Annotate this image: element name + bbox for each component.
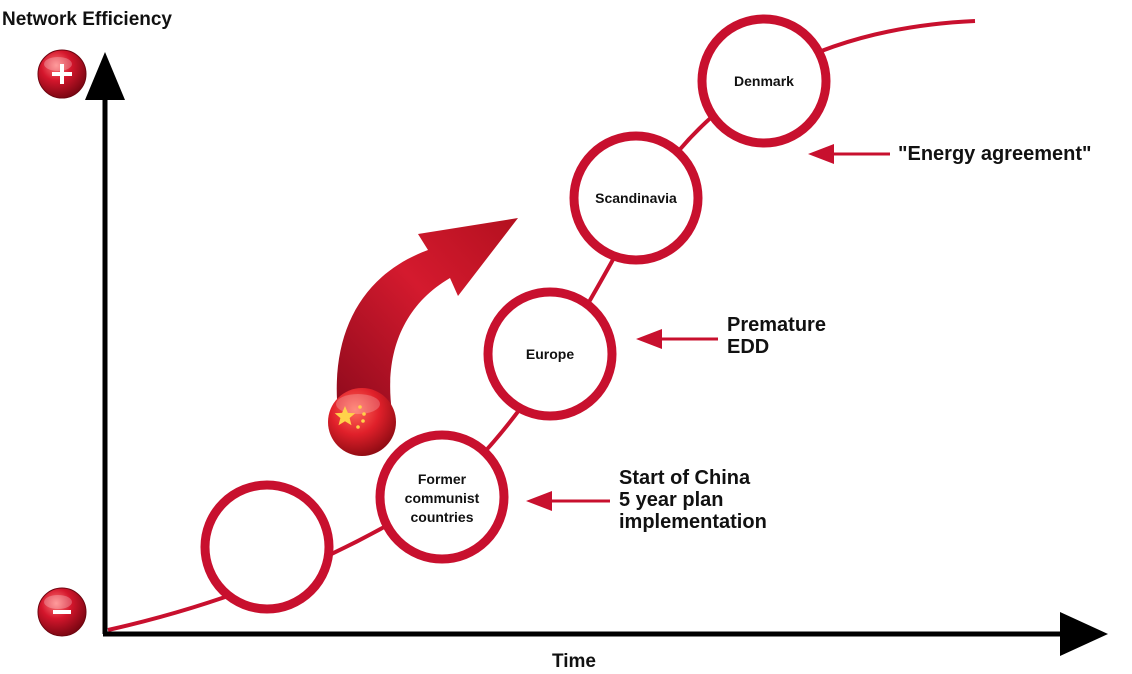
minus-icon xyxy=(37,587,87,637)
node-label-europe: Europe xyxy=(525,346,575,362)
plus-icon xyxy=(37,49,87,99)
stage-node-denmark xyxy=(697,14,831,148)
annotation-energy-agreement: "Energy agreement" xyxy=(898,143,1092,165)
stage-node-scandinavia xyxy=(569,131,703,265)
china-flag-icon xyxy=(328,388,396,456)
node-label-scandinavia: Scandinavia xyxy=(595,190,677,206)
x-axis-arrowhead xyxy=(1060,612,1108,656)
stage-node-europe xyxy=(483,287,617,421)
annotation-china-plan: Start of China 5 year plan implementatio… xyxy=(619,467,767,533)
stage-node-former-communist xyxy=(375,430,509,564)
stage-node-empty xyxy=(200,480,334,614)
annotation-arrow-edd xyxy=(636,329,718,349)
node-label-former-communist: Former communist countries xyxy=(404,471,480,525)
x-axis-title: Time xyxy=(552,651,597,672)
annotation-arrow-energy xyxy=(808,144,890,164)
annotation-arrow-china xyxy=(526,491,610,511)
y-axis-arrowhead xyxy=(85,52,125,100)
y-axis-title: Network Efficiency xyxy=(2,9,172,30)
leap-arrow xyxy=(336,218,518,413)
annotation-premature-edd: Premature EDD xyxy=(727,314,826,358)
node-label-denmark: Denmark xyxy=(734,73,794,89)
